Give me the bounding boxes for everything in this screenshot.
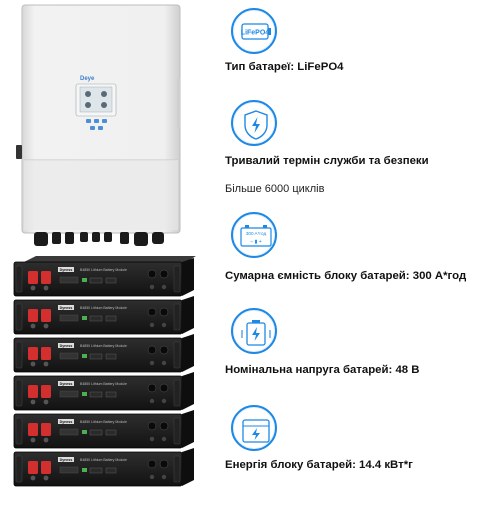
battery-brand-logo (58, 457, 74, 462)
battery-brand-logo (58, 381, 74, 386)
product-illustration: Deye (13, 4, 196, 487)
feature-title: Номінальна напруга батарей: 48 В (225, 364, 420, 376)
battery-voltage-icon (231, 308, 277, 354)
feature-title: Тривалий термін служби та безпеки (225, 155, 429, 167)
inverter-connectors (34, 232, 164, 246)
battery-brand-logo (58, 305, 74, 310)
svg-text:− ▮ +: − ▮ + (250, 239, 261, 245)
features-panel: LiFePO4 Тип батареї: LiFePO4 Тривалий те… (225, 0, 500, 500)
battery-module: Dyness B4850 Lithium Battery Module (13, 256, 196, 297)
feature-title: Енергія блоку батарей: 14.4 кВт*г (225, 459, 413, 471)
inverter: Deye (16, 4, 181, 246)
battery-module-label: B4850 Lithium Battery Module (80, 458, 127, 462)
svg-text:Dyness: Dyness (60, 382, 73, 386)
battery-capacity-icon: 300 A*год − ▮ + (231, 212, 277, 258)
battery-brand-logo (58, 267, 74, 272)
svg-text:Dyness: Dyness (60, 420, 73, 424)
feature-title: Тип батареї: LiFePO4 (225, 61, 344, 73)
battery-module: Dyness B4850 Lithium Battery Module (13, 410, 194, 449)
battery-module-label: B4850 Lithium Battery Module (80, 306, 127, 310)
inverter-buttons (86, 119, 107, 130)
battery-module: Dyness B4850 Lithium Battery Module (13, 372, 194, 411)
feature-subtitle: Більше 6000 циклів (225, 183, 325, 195)
lifepo4-badge-icon: LiFePO4 (231, 8, 277, 54)
svg-text:Dyness: Dyness (60, 268, 73, 272)
brand-logo: Deye (80, 76, 95, 82)
inverter-display-panel (75, 83, 117, 117)
capacity-badge-text: 300 A*год (246, 231, 267, 236)
shield-lightning-icon (231, 100, 277, 146)
battery-module-label: B4850 Lithium Battery Module (80, 382, 127, 386)
feature-title: Сумарна ємність блоку батарей: 300 А*год (225, 270, 467, 282)
battery-module-label: B4850 Lithium Battery Module (80, 420, 127, 424)
product-image: Deye (0, 0, 225, 500)
battery-brand-logo (58, 343, 74, 348)
lifepo4-badge-text: LiFePO4 (241, 30, 270, 37)
battery-energy-icon (231, 405, 277, 451)
battery-module: Dyness B4850 Lithium Battery Module (13, 448, 194, 487)
svg-text:Dyness: Dyness (60, 306, 73, 310)
battery-brand-logo (58, 419, 74, 424)
battery-module: Dyness B4850 Lithium Battery Module (13, 296, 194, 335)
svg-text:Dyness: Dyness (60, 458, 73, 462)
battery-module-label: B4850 Lithium Battery Module (80, 344, 127, 348)
battery-module: Dyness B4850 Lithium Battery Module (13, 334, 194, 373)
battery-module-label: B4850 Lithium Battery Module (80, 268, 127, 272)
svg-text:Dyness: Dyness (60, 344, 73, 348)
